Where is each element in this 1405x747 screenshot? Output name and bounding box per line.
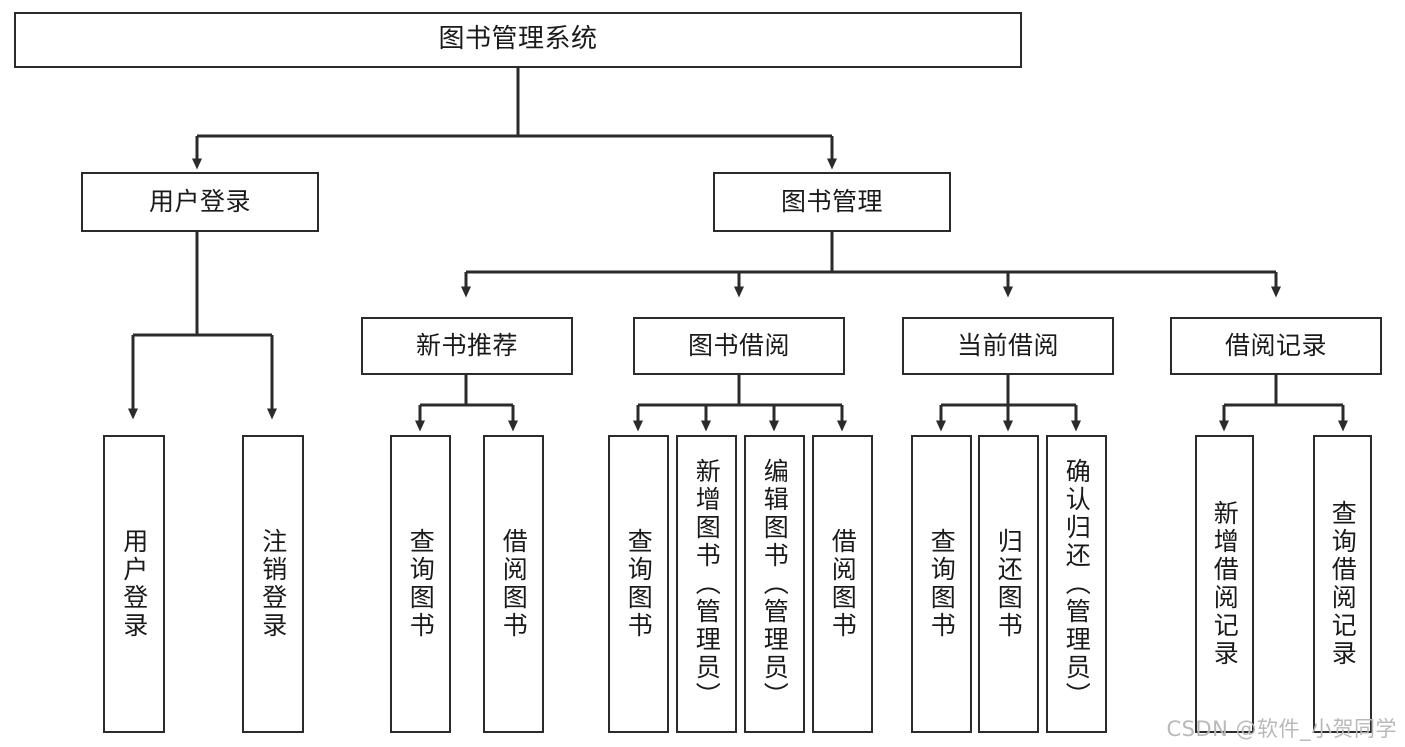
leaf-new-book-query[interactable]: 查询图书 — [390, 435, 451, 733]
node-borrow-record[interactable]: 借阅记录 — [1170, 317, 1382, 375]
leaf-new-book-borrow[interactable]: 借阅图书 — [483, 435, 544, 733]
node-label: 归还图书 — [994, 528, 1024, 640]
node-label: 新增借阅记录 — [1210, 500, 1240, 668]
node-label: 新书推荐 — [415, 330, 518, 360]
leaf-borrow-borrow-book[interactable]: 借阅图书 — [812, 435, 873, 733]
leaf-record-query-record[interactable]: 查询借阅记录 — [1313, 435, 1372, 733]
node-label: 查询图书 — [927, 528, 957, 640]
leaf-borrow-edit-book-admin[interactable]: 编辑图书（管理员） — [744, 435, 805, 733]
leaf-record-add-record[interactable]: 新增借阅记录 — [1195, 435, 1254, 733]
leaf-user-login-login[interactable]: 用户登录 — [103, 435, 165, 733]
node-label: 图书管理系统 — [438, 24, 598, 55]
node-label: 借阅记录 — [1224, 330, 1327, 360]
node-label: 确认归还（管理员） — [1062, 458, 1092, 710]
node-book-borrow[interactable]: 图书借阅 — [633, 317, 845, 375]
node-label: 查询图书 — [624, 528, 654, 640]
node-user-login[interactable]: 用户登录 — [81, 172, 319, 232]
node-root-system[interactable]: 图书管理系统 — [14, 12, 1022, 68]
node-label: 图书管理 — [780, 186, 883, 216]
node-label: 查询借阅记录 — [1328, 500, 1358, 668]
leaf-user-login-logout[interactable]: 注销登录 — [242, 435, 304, 733]
node-label: 编辑图书（管理员） — [760, 458, 790, 710]
node-label: 借阅图书 — [499, 528, 529, 640]
node-label: 查询图书 — [406, 528, 436, 640]
leaf-borrow-add-book-admin[interactable]: 新增图书（管理员） — [676, 435, 737, 733]
leaf-borrow-query-book[interactable]: 查询图书 — [608, 435, 669, 733]
node-label: 图书借阅 — [687, 330, 790, 360]
node-current-borrow[interactable]: 当前借阅 — [902, 317, 1114, 375]
node-label: 注销登录 — [258, 528, 288, 640]
node-label: 新增图书（管理员） — [692, 458, 722, 710]
csdn-watermark: CSDN @软件_小贺同学 — [1166, 717, 1397, 741]
leaf-current-confirm-return-admin[interactable]: 确认归还（管理员） — [1046, 435, 1107, 733]
node-label: 借阅图书 — [828, 528, 858, 640]
node-book-management[interactable]: 图书管理 — [713, 172, 951, 232]
node-label: 用户登录 — [119, 528, 149, 640]
node-new-book-recommend[interactable]: 新书推荐 — [361, 317, 573, 375]
node-label: 用户登录 — [148, 186, 251, 216]
node-label: 当前借阅 — [956, 330, 1059, 360]
leaf-current-query-book[interactable]: 查询图书 — [911, 435, 972, 733]
leaf-current-return-book[interactable]: 归还图书 — [978, 435, 1039, 733]
